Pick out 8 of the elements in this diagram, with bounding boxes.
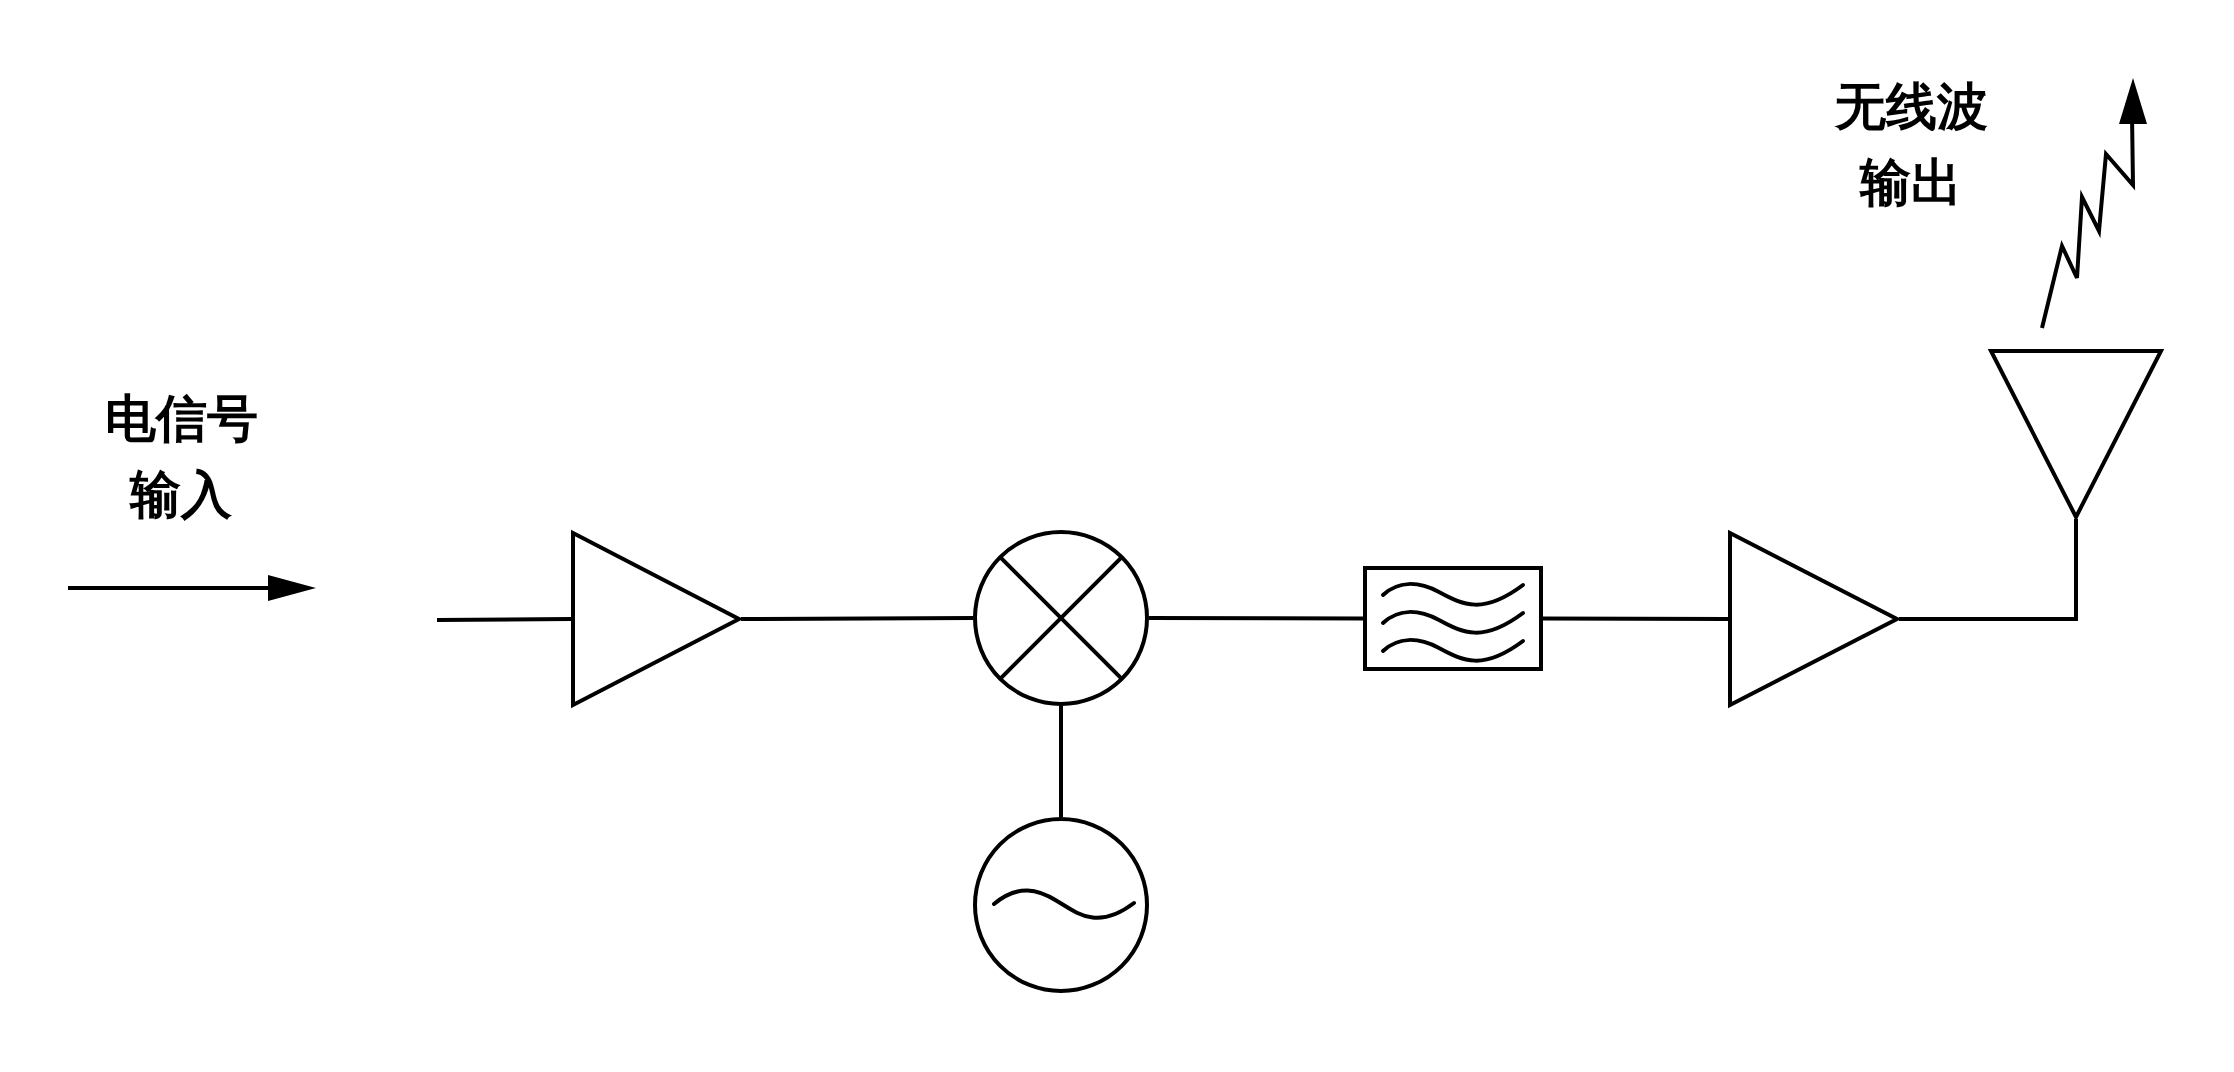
connector-line — [1543, 616, 1728, 621]
connector-line — [1149, 616, 1363, 621]
signal-label: 无线波输出 — [1833, 76, 1989, 214]
connector-line — [1899, 519, 2078, 621]
connector-line — [437, 617, 571, 622]
signal-label: 电信号输入 — [103, 388, 259, 526]
connector-line — [1059, 706, 1063, 817]
connector-line — [741, 616, 973, 621]
